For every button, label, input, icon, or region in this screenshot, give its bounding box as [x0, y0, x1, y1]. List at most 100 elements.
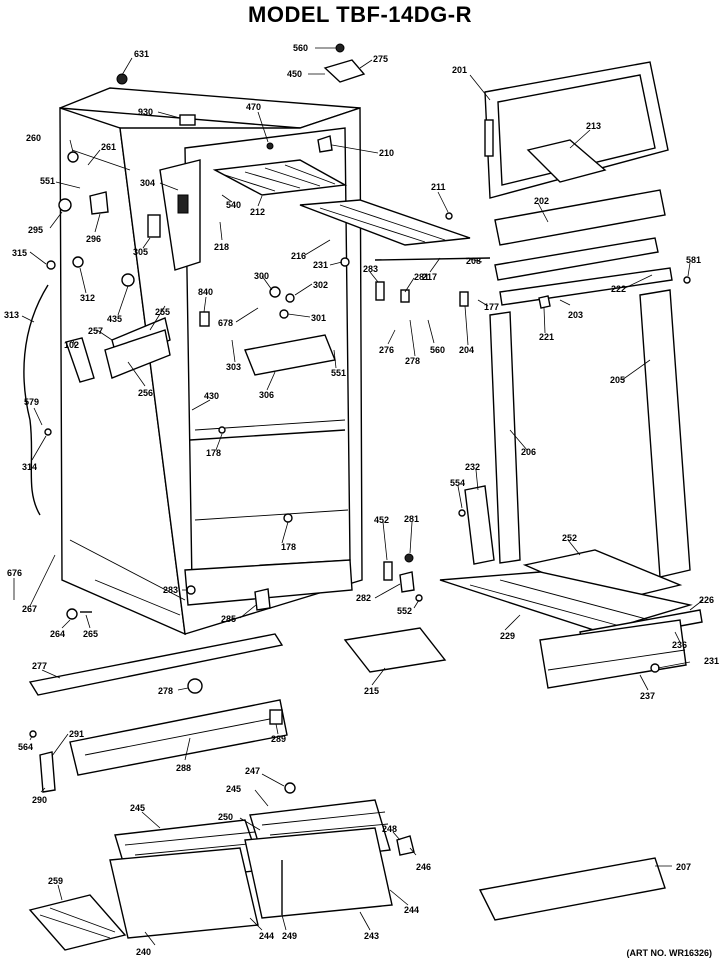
callout-229: 229: [500, 631, 515, 641]
part-312: [72, 256, 84, 268]
part-452: [383, 561, 393, 581]
ice-tray-213: [526, 139, 607, 183]
callout-540: 540: [226, 200, 241, 210]
art-number: (ART NO. WR16326): [626, 948, 712, 958]
callout-300: 300: [254, 271, 269, 281]
mat-259: [28, 894, 127, 951]
freezer-shelf-212: [212, 159, 348, 196]
callout-178-lower: 178: [281, 542, 296, 552]
callout-232: 232: [465, 462, 480, 472]
part-102: [65, 337, 95, 383]
part-178-upper: [218, 426, 226, 434]
part-247: [284, 782, 296, 794]
callout-202: 202: [534, 196, 549, 206]
callout-216: 216: [291, 251, 306, 261]
door-shelf-202: [494, 189, 666, 246]
part-289: [269, 709, 283, 725]
part-264: [66, 608, 78, 620]
callout-285: 285: [221, 614, 236, 624]
dish-215: [343, 627, 447, 673]
grille-288: [69, 699, 288, 776]
part-930: [179, 114, 196, 126]
hinge-275: [323, 59, 366, 83]
callout-276: 276: [379, 345, 394, 355]
callout-281: 281: [414, 272, 429, 282]
callout-303: 303: [226, 362, 241, 372]
callout-218: 218: [214, 242, 229, 252]
callout-678: 678: [218, 318, 233, 328]
callout-213: 213: [586, 121, 601, 131]
callout-231: 231: [313, 260, 328, 270]
part-301: [279, 309, 289, 319]
callout-579: 579: [24, 397, 39, 407]
callout-435: 435: [107, 314, 122, 324]
callout-226: 226: [699, 595, 714, 605]
callout-470: 470: [246, 102, 261, 112]
callout-248: 248: [382, 824, 397, 834]
part-305: [147, 214, 161, 238]
callout-283: 283: [363, 264, 378, 274]
part-581: [683, 276, 691, 284]
callout-255: 255: [155, 307, 170, 317]
glass-shelf-229: [439, 571, 693, 633]
door-rail-206: [489, 311, 521, 564]
callout-264: 264: [50, 629, 65, 639]
callout-305: 305: [133, 247, 148, 257]
part-248: [396, 835, 415, 856]
callout-302: 302: [313, 280, 328, 290]
callout-289: 289: [271, 734, 286, 744]
callout-215: 215: [364, 686, 379, 696]
callout-267: 267: [22, 604, 37, 614]
part-231-lower: [650, 663, 660, 673]
callout-221: 221: [539, 332, 554, 342]
callout-291: 291: [69, 729, 84, 739]
part-295: [58, 198, 72, 212]
part-callouts: 631 560 275 450 201 930 470 213 260 261 …: [4, 43, 719, 957]
part-552: [415, 594, 423, 602]
door-rail-203: [499, 267, 673, 306]
callout-430: 430: [204, 391, 219, 401]
rail-232: [464, 485, 495, 565]
callout-304: 304: [140, 178, 155, 188]
bracket-282: [399, 571, 415, 593]
callout-204: 204: [459, 345, 474, 355]
door-shelf-207: [478, 857, 666, 921]
callout-282: 282: [356, 593, 371, 603]
callout-450: 450: [287, 69, 302, 79]
callout-236: 236: [672, 640, 687, 650]
part-840: [199, 311, 210, 327]
callout-207: 207: [676, 862, 691, 872]
shelf-rail-217: [374, 257, 491, 261]
callout-247: 247: [245, 766, 260, 776]
callout-306: 306: [259, 390, 274, 400]
callout-177: 177: [484, 302, 499, 312]
callout-295: 295: [28, 225, 43, 235]
callout-277: 277: [32, 661, 47, 671]
callout-206: 206: [521, 447, 536, 457]
callout-312: 312: [80, 293, 95, 303]
callout-245: 245: [130, 803, 145, 813]
callout-260: 260: [26, 133, 41, 143]
callout-281-lower: 281: [404, 514, 419, 524]
callout-631: 631: [134, 49, 149, 59]
callout-581: 581: [686, 255, 701, 265]
part-178-lower: [283, 513, 293, 523]
control-panel-knob: [177, 194, 189, 214]
callout-257: 257: [88, 326, 103, 336]
part-285: [254, 588, 271, 611]
callout-278: 278: [405, 356, 420, 366]
callout-246: 246: [416, 862, 431, 872]
callout-205: 205: [610, 375, 625, 385]
callout-314: 314: [22, 462, 37, 472]
callout-564: 564: [18, 742, 33, 752]
callout-250: 250: [218, 812, 233, 822]
callout-552: 552: [397, 606, 412, 616]
callout-231-lower: 231: [704, 656, 719, 666]
tube-313: [23, 284, 49, 516]
wire-shelf-216: [299, 199, 471, 246]
callout-560-lower: 560: [430, 345, 445, 355]
part-560: [335, 43, 345, 53]
part-283-lower: [186, 585, 196, 595]
control-panel: [159, 159, 201, 271]
